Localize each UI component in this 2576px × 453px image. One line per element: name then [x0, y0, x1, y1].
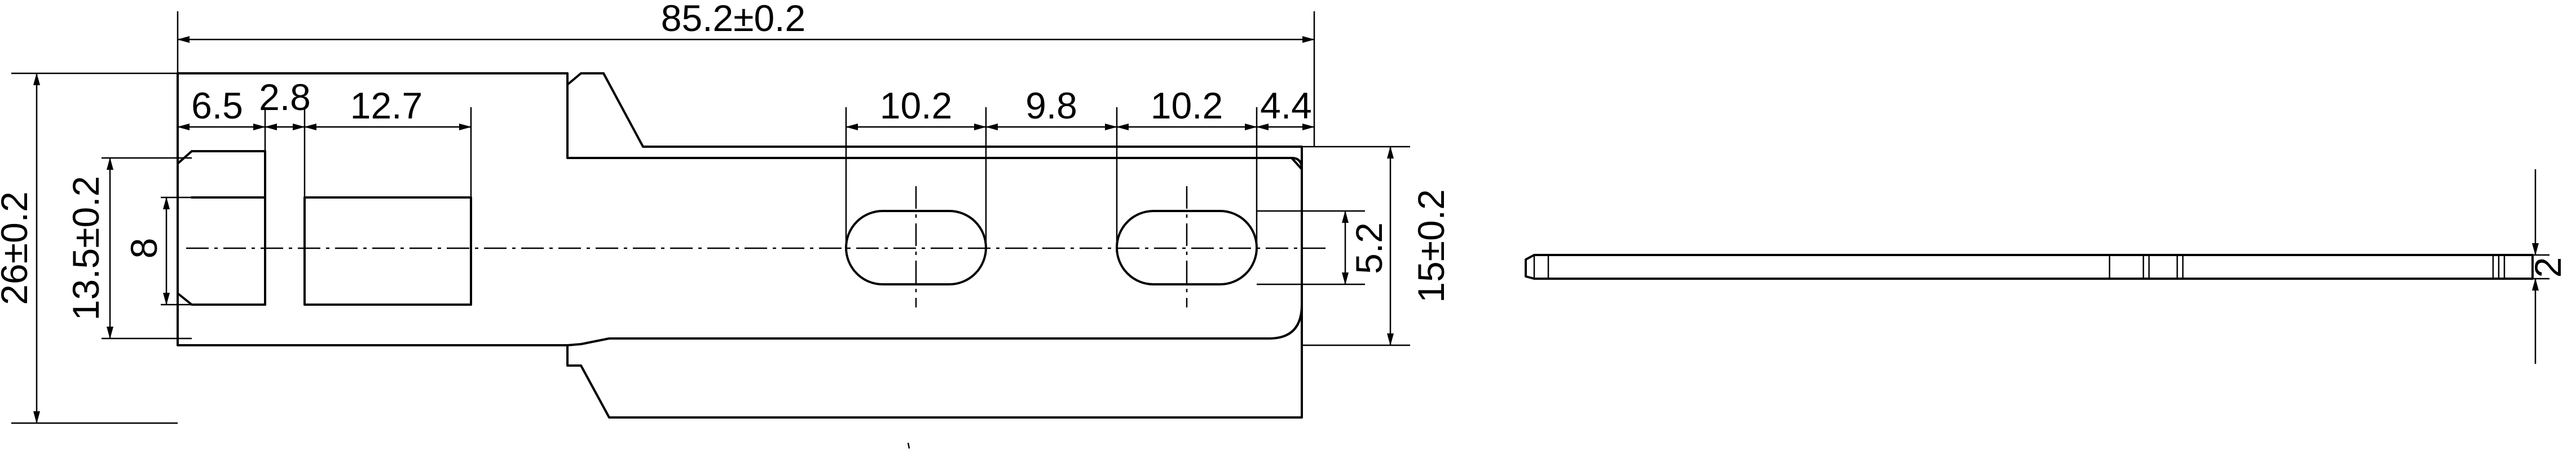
small-mark	[907, 442, 910, 449]
dim-thickness: 2	[2527, 257, 2569, 278]
dim-spacing-8: 8	[123, 238, 165, 259]
top-edge	[177, 72, 1303, 170]
dim-inner-width: 13.5±0.2	[65, 176, 107, 320]
left-tab	[191, 196, 266, 306]
dim-overall-length: 85.2±0.2	[661, 0, 805, 39]
dim-12-7: 12.7	[350, 85, 422, 126]
dim-overall-width: 26±0.2	[0, 191, 35, 305]
rect-window	[303, 196, 472, 306]
bottom-edge	[566, 157, 1303, 346]
front-view: 85.2±0.2 6.5 2.8 12.7 10.2 9.8 10.2 4.4 …	[0, 0, 1452, 449]
dim-slot-length-2: 10.2	[1151, 85, 1223, 126]
right-end	[1291, 157, 1303, 340]
dim-right-width: 15±0.2	[1410, 189, 1452, 302]
dim-slot-length-1: 10.2	[880, 85, 952, 126]
dim-6-5: 6.5	[191, 85, 243, 126]
dim-slot-width: 5.2	[1348, 222, 1390, 274]
dim-2-8: 2.8	[259, 76, 311, 118]
part-outline	[177, 72, 1303, 419]
side-view: 2	[1525, 169, 2569, 364]
side-profile	[1525, 254, 2534, 280]
dim-edge-to-slot: 4.4	[1260, 85, 1312, 126]
dim-slot-gap: 9.8	[1025, 85, 1077, 126]
